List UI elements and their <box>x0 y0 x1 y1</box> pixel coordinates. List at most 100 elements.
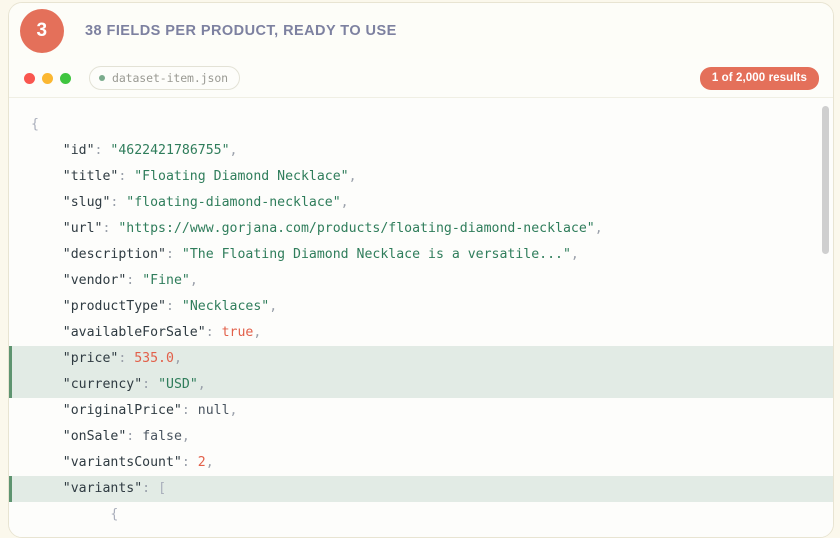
code-token-key: "slug" <box>62 195 111 210</box>
code-token-str: "Fine" <box>142 273 190 288</box>
code-indent <box>31 169 63 184</box>
traffic-light-controls <box>24 72 71 84</box>
code-token-brace: { <box>31 117 39 132</box>
code-line: { <box>9 112 833 138</box>
code-token-punc: : <box>110 195 127 210</box>
code-line: "variants": [ <box>9 476 833 502</box>
code-indent <box>31 429 63 444</box>
code-token-punc: : <box>118 169 135 184</box>
code-token-lit: false <box>142 429 182 444</box>
code-token-punc: : <box>102 221 119 236</box>
code-token-punc: , <box>340 195 349 210</box>
code-indent <box>31 247 63 262</box>
code-token-punc: : <box>142 481 159 496</box>
card-header: 3 38 FIELDS PER PRODUCT, READY TO USE <box>9 3 833 59</box>
code-token-key: "originalPrice" <box>62 403 182 418</box>
json-preview-card: 3 38 FIELDS PER PRODUCT, READY TO USE da… <box>8 2 834 538</box>
code-token-punc: , <box>229 403 238 418</box>
code-token-punc: : <box>118 351 135 366</box>
code-token-punc: , <box>269 299 278 314</box>
code-token-punc: , <box>181 429 190 444</box>
code-indent <box>31 143 63 158</box>
results-count-badge: 1 of 2,000 results <box>699 66 819 90</box>
code-token-punc: : <box>205 325 222 340</box>
code-token-key: "url" <box>62 221 103 236</box>
code-token-punc: , <box>253 325 262 340</box>
code-token-punc: : <box>165 299 182 314</box>
code-token-key: "variants" <box>62 481 143 496</box>
code-token-str: "4622421786755" <box>110 143 230 158</box>
code-line: "onSale": false, <box>9 424 833 450</box>
code-token-key: "productType" <box>62 299 166 314</box>
code-token-punc: : <box>126 273 143 288</box>
vertical-scrollbar-thumb[interactable] <box>822 106 829 254</box>
code-line: "variantsCount": 2, <box>9 450 833 476</box>
code-indent <box>31 273 63 288</box>
code-token-str: "USD" <box>158 377 198 392</box>
page-title: 38 FIELDS PER PRODUCT, READY TO USE <box>85 23 397 39</box>
json-code-viewer: { "id": "4622421786755", "title": "Float… <box>9 98 833 537</box>
code-line: "slug": "floating-diamond-necklace", <box>9 190 833 216</box>
code-token-punc: : <box>126 429 143 444</box>
window-toolbar: dataset-item.json 1 of 2,000 results <box>9 59 833 98</box>
code-token-lit: null <box>197 403 230 418</box>
code-token-key: "currency" <box>62 377 143 392</box>
file-tab-label: dataset-item.json <box>112 71 229 85</box>
code-token-str: "https://www.gorjana.com/products/floati… <box>118 221 595 236</box>
code-indent <box>31 377 63 392</box>
code-token-num: true <box>221 325 254 340</box>
code-line: "url": "https://www.gorjana.com/products… <box>9 216 833 242</box>
code-line: "availableForSale": true, <box>9 320 833 346</box>
code-token-key: "vendor" <box>62 273 127 288</box>
code-token-punc: , <box>570 247 579 262</box>
code-token-key: "description" <box>62 247 166 262</box>
code-token-punc: : <box>165 247 182 262</box>
code-token-punc: : <box>142 377 159 392</box>
code-token-key: "id" <box>62 143 95 158</box>
code-indent <box>31 299 63 314</box>
code-line: "price": 535.0, <box>9 346 833 372</box>
code-token-key: "onSale" <box>62 429 127 444</box>
code-line: "title": "Floating Diamond Necklace", <box>9 164 833 190</box>
vertical-scrollbar-track[interactable] <box>822 98 829 537</box>
code-indent <box>31 507 110 522</box>
code-indent <box>31 403 63 418</box>
code-token-punc: , <box>205 455 214 470</box>
code-indent <box>31 351 63 366</box>
maximize-window-icon[interactable] <box>60 72 71 84</box>
code-token-punc: , <box>594 221 603 236</box>
code-token-punc: , <box>348 169 357 184</box>
file-status-dot-icon <box>99 75 105 81</box>
code-indent <box>31 195 63 210</box>
code-token-key: "availableForSale" <box>62 325 206 340</box>
code-token-punc: , <box>173 351 182 366</box>
code-line: "currency": "USD", <box>9 372 833 398</box>
json-code-lines: { "id": "4622421786755", "title": "Float… <box>9 98 833 528</box>
code-token-punc: , <box>197 377 206 392</box>
code-token-key: "variantsCount" <box>62 455 182 470</box>
minimize-window-icon[interactable] <box>42 72 53 84</box>
code-indent <box>31 221 63 236</box>
step-number-badge: 3 <box>20 9 64 53</box>
code-token-punc: : <box>94 143 111 158</box>
code-indent <box>31 481 63 496</box>
code-token-key: "title" <box>62 169 119 184</box>
code-indent <box>31 455 63 470</box>
code-token-str: "Necklaces" <box>181 299 270 314</box>
code-token-num: 535.0 <box>134 351 174 366</box>
file-tab[interactable]: dataset-item.json <box>89 66 241 90</box>
code-line: { <box>9 502 833 528</box>
code-line: "vendor": "Fine", <box>9 268 833 294</box>
code-token-str: "Floating Diamond Necklace" <box>134 169 349 184</box>
code-line: "productType": "Necklaces", <box>9 294 833 320</box>
code-token-punc: : <box>181 455 198 470</box>
code-token-key: "price" <box>62 351 119 366</box>
code-token-str: "floating-diamond-necklace" <box>126 195 341 210</box>
code-token-punc: : <box>181 403 198 418</box>
code-line: "description": "The Floating Diamond Nec… <box>9 242 833 268</box>
code-indent <box>31 325 63 340</box>
code-token-punc: , <box>229 143 238 158</box>
code-token-brace: { <box>110 507 119 522</box>
code-line: "originalPrice": null, <box>9 398 833 424</box>
close-window-icon[interactable] <box>24 72 35 84</box>
